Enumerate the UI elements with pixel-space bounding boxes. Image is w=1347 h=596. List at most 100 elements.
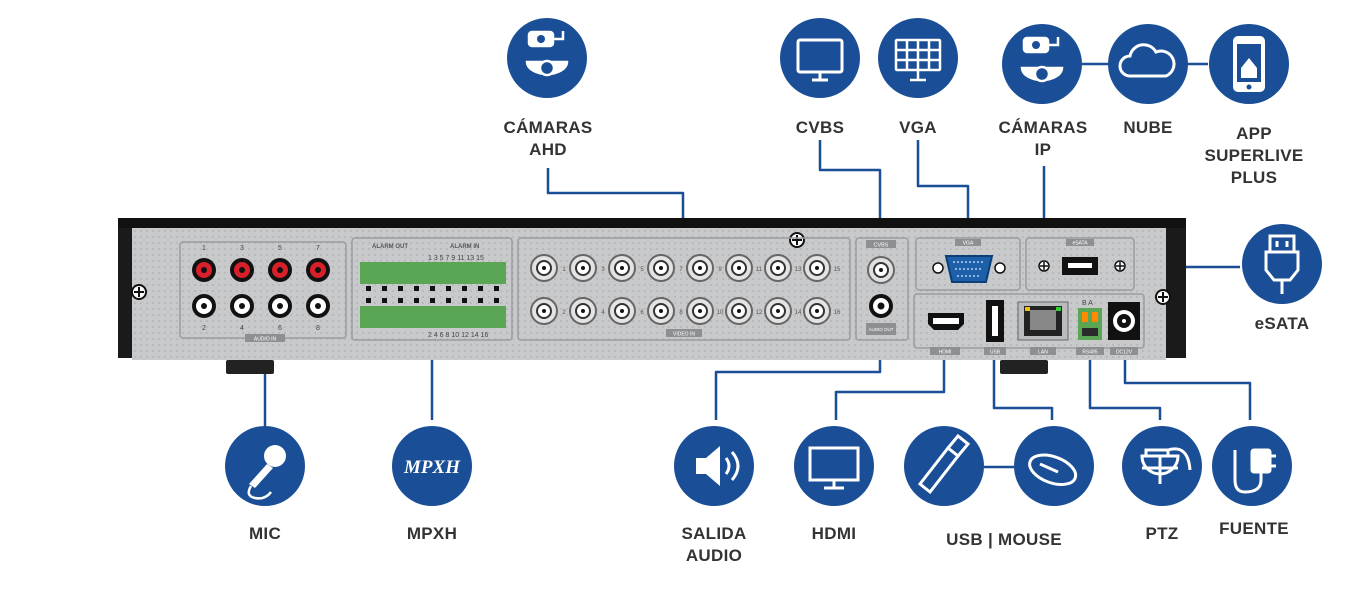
terminal-hole: [414, 286, 419, 291]
screw-icon: [1155, 289, 1171, 305]
icon-vga: [878, 18, 958, 98]
rs485-pins-label: B A: [1082, 300, 1093, 307]
screw-icon: [789, 232, 805, 248]
line-fuente: [1123, 360, 1252, 420]
audio-in-jack: [192, 258, 216, 282]
tv-icon: [808, 446, 860, 490]
icon-camaras-ahd: [507, 18, 587, 98]
vga-panel-label: VGA: [963, 241, 974, 247]
bnc-video-in-connector: [608, 297, 636, 325]
icon-mouse: [1014, 426, 1094, 506]
terminal-hole: [414, 298, 419, 303]
leader-lines: [263, 62, 1252, 469]
terminal-hole: [446, 298, 451, 303]
alarm-bottom-numbers: 2 4 6 8 10 12 14 16: [428, 332, 488, 339]
audio-in-number: 2: [202, 325, 206, 332]
terminal-hole: [398, 298, 403, 303]
cvbs-connector: [867, 256, 895, 284]
label-fuente: FUENTE: [1219, 519, 1289, 538]
bnc-video-in-connector: [530, 254, 558, 282]
line-vga: [916, 140, 970, 238]
screw-icon: [1114, 260, 1126, 272]
dc-power-port: [1108, 302, 1140, 340]
terminal-hole: [462, 298, 467, 303]
lan-panel-label: LAN: [1038, 350, 1048, 356]
label-mic: MIC: [248, 524, 282, 543]
bnc-video-in-connector: [686, 254, 714, 282]
terminal-hole: [382, 286, 387, 291]
foot-left: [226, 360, 274, 374]
line-hdmi: [834, 358, 946, 420]
line-usb: [992, 358, 1054, 420]
terminal-hole: [366, 286, 371, 291]
video-in-number: 4: [601, 310, 605, 316]
video-in-number: 6: [640, 310, 644, 316]
dc-panel-label: DC12V: [1116, 350, 1133, 356]
alarm-out-label: ALARM OUT: [372, 244, 408, 250]
screw-icon: [1038, 260, 1050, 272]
line-camaras-ahd: [546, 168, 685, 238]
icon-usb: [904, 426, 984, 506]
bnc-video-in-connector: [803, 254, 831, 282]
audio-in-jack: [268, 258, 292, 282]
rs485-panel-label: RS485: [1082, 350, 1098, 356]
bnc-video-in-connector: [686, 297, 714, 325]
audio-in-jack: [230, 258, 254, 282]
terminal-hole: [478, 298, 483, 303]
label-hdmi: HDMI: [811, 524, 857, 543]
alarm-top-numbers: 1 3 5 7 9 11 13 15: [428, 255, 484, 262]
video-in-number: 11: [756, 267, 763, 273]
mouse-icon: [1028, 453, 1078, 486]
terminal-hole: [366, 298, 371, 303]
terminal-block-top: [360, 262, 506, 284]
audio-in-number: 5: [278, 245, 282, 252]
video-in-number: 8: [679, 310, 683, 316]
cloud-icon: [1118, 43, 1176, 78]
terminal-hole: [462, 286, 467, 291]
icon-ptz: [1122, 426, 1202, 506]
bnc-video-in-connector: [530, 297, 558, 325]
speaker-icon: [696, 446, 740, 486]
label-ptz: PTZ: [1145, 524, 1179, 543]
lan-port: [1017, 301, 1069, 341]
audio-in-number: 3: [240, 245, 244, 252]
label-mpxh: MPXH: [406, 524, 458, 543]
vga-port: [932, 255, 1006, 283]
audio-in-jack: [192, 294, 216, 318]
bnc-video-in-connector: [647, 297, 675, 325]
terminal-hole: [430, 298, 435, 303]
esata-panel-label: eSATA: [1072, 241, 1088, 247]
esata-plug-icon: [1264, 234, 1300, 294]
video-in-number: 13: [795, 267, 802, 273]
icon-mpxh: MPXH: [392, 426, 472, 506]
bnc-video-in-connector: [803, 297, 831, 325]
bnc-video-in-connector: [725, 254, 753, 282]
bnc-video-in-connector: [764, 254, 792, 282]
audio-in-label: AUDIO IN: [254, 337, 277, 343]
video-in-number: 14: [795, 310, 802, 316]
monitor-icon: [796, 38, 844, 82]
video-in-number: 1: [562, 267, 566, 273]
vga-block: VGA: [915, 237, 1021, 291]
video-in-number: 10: [717, 310, 724, 316]
video-in-number: 7: [679, 267, 683, 273]
io-lower-block: HDMI USB LAN B A RS485 DC12V: [913, 293, 1145, 356]
label-esata: eSATA: [1254, 314, 1310, 333]
audio-out-connector: [869, 294, 893, 318]
icon-salida-audio: [674, 426, 754, 506]
audio-in-number: 6: [278, 325, 282, 332]
video-in-number: 3: [601, 267, 605, 273]
cvbs-audio-out-block: CVBS AUDIO OUT: [855, 237, 909, 341]
terminal-hole: [382, 298, 387, 303]
cvbs-panel-label: CVBS: [874, 243, 889, 249]
icon-cvbs: [780, 18, 860, 98]
ptz-dome-icon: [1140, 447, 1192, 484]
hdmi-panel-label: HDMI: [939, 350, 952, 356]
icon-esata: [1242, 224, 1322, 304]
